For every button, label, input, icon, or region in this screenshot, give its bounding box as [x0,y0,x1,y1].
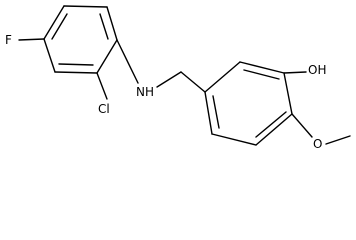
c-o-bond [291,113,313,138]
chlorine-label: Cl [98,102,110,116]
c-oh-bond [283,71,307,74]
bond [51,13,68,40]
bond [243,69,280,80]
bond [204,91,213,135]
ring-a-bonds [43,5,118,74]
bond [99,13,109,40]
bond [255,111,287,138]
o-ch3-bond [325,135,351,145]
bond [54,71,98,74]
ch2-ring-bond [180,71,206,93]
bond [96,39,118,74]
c-cl-bond [96,72,108,100]
bond [204,61,241,93]
fluorine-label: F [5,33,12,47]
hydroxyl-label: OH [308,63,326,77]
bond [212,95,220,129]
bond [211,133,257,146]
bond [43,38,56,73]
bond [239,61,285,74]
bond [255,113,293,146]
c-f-bond [18,38,45,41]
ring-b-bonds [204,61,293,146]
amine-label: NH [136,85,154,99]
bond [43,5,65,40]
c-n-bond [116,39,139,84]
bond [106,6,118,41]
methoxy-oxygen-label: O [313,137,322,151]
bond [283,72,293,115]
chemical-structure-diagram: F Cl NH OH O [5,5,351,151]
n-ch2-bond [156,71,182,88]
bond [63,5,108,8]
bond [58,63,94,66]
